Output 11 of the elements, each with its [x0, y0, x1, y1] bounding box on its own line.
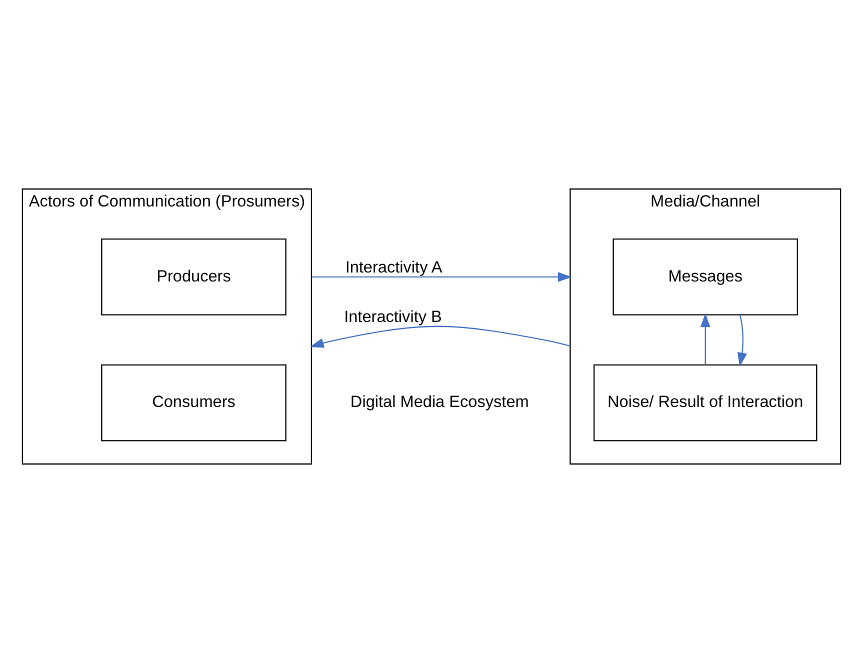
arrow: [310, 326, 570, 348]
edge-label: Interactivity A: [345, 258, 442, 277]
node-box: Producers: [101, 238, 286, 316]
label: Digital Media Ecosystem: [350, 393, 529, 412]
node-box: Noise/ Result of Interaction: [593, 364, 818, 442]
node-box: Messages: [612, 238, 798, 316]
node-box: Consumers: [101, 364, 286, 442]
arrow: [700, 313, 710, 365]
arrow: [737, 314, 748, 367]
arrow: [311, 272, 572, 282]
edge-label: Interactivity B: [344, 308, 442, 326]
